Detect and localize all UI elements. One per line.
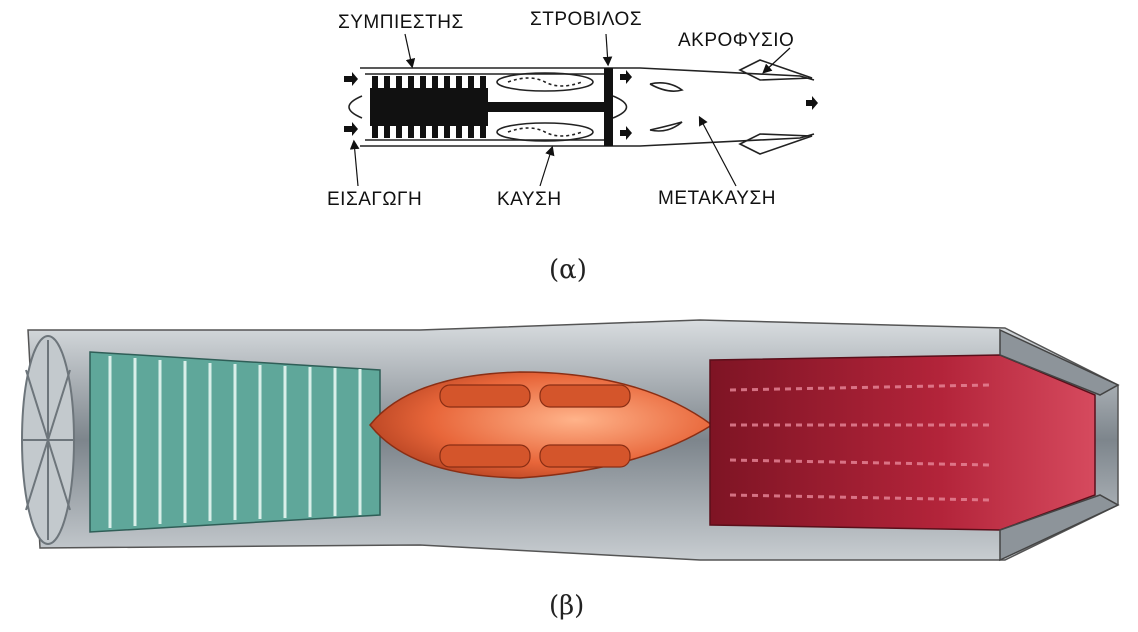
intake-fan [22,336,74,544]
afterburner-section [710,355,1095,530]
caption-b: (β) [549,591,584,621]
